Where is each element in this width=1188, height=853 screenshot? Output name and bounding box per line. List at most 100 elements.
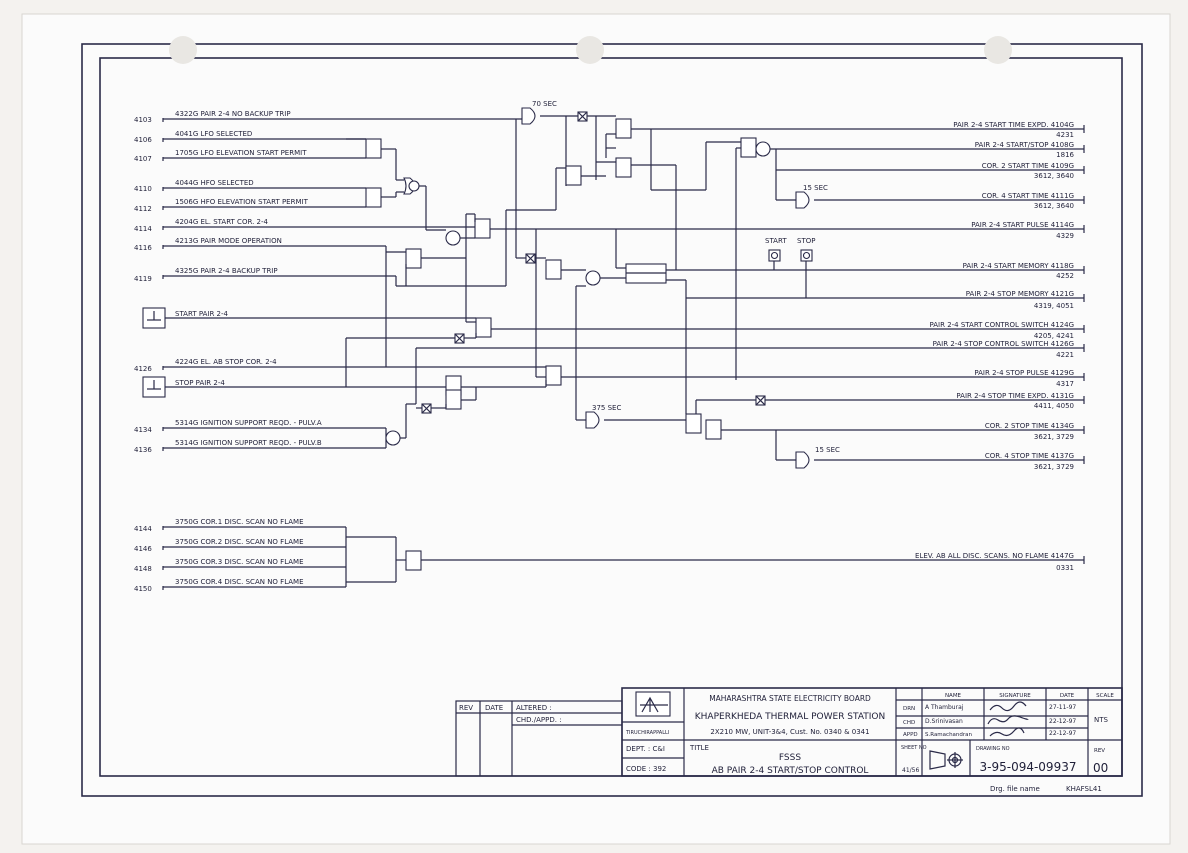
drn-date: 27-11-97	[1049, 704, 1076, 711]
and-gate	[365, 138, 382, 159]
output-ref: 4221	[1056, 351, 1074, 359]
timer-label: 15 SEC	[815, 446, 840, 454]
or-gate	[445, 230, 461, 246]
output-label: PAIR 2-4 STOP PULSE 4129G	[974, 369, 1074, 377]
input-num: 4146	[134, 545, 152, 553]
output-ref: 0331	[1056, 564, 1074, 572]
output-ref: 3612, 3640	[1034, 202, 1074, 210]
timer-label: 15 SEC	[803, 184, 828, 192]
and-gate	[475, 317, 492, 338]
or-gate	[585, 270, 601, 286]
units: 2X210 MW, UNIT-3&4, Cust. No. 0340 & 034…	[710, 728, 869, 736]
input-label: 3750G COR.4 DISC. SCAN NO FLAME	[175, 578, 304, 586]
or-gate	[385, 430, 401, 446]
output-ref: 4317	[1056, 380, 1074, 388]
sheet-no: 41/56	[902, 767, 919, 774]
appd-signature	[989, 727, 1025, 737]
appd-date: 22-12-97	[1049, 730, 1076, 737]
output-ref: 4252	[1056, 272, 1074, 280]
output-ref: 4205, 4241	[1034, 332, 1074, 340]
output-label: COR. 2 STOP TIME 4134G	[985, 422, 1074, 430]
col-name: NAME	[945, 693, 962, 699]
drawing-label: DRAWING NO	[976, 746, 1010, 752]
output-ref: 4329	[1056, 232, 1074, 240]
outer-border	[81, 43, 1143, 797]
and-gate	[615, 118, 632, 139]
input-label: 4041G LFO SELECTED	[175, 130, 252, 138]
output-label: PAIR 2-4 START/STOP 4108G	[975, 141, 1074, 149]
dept: DEPT. : C&I	[626, 745, 665, 753]
and-gate	[705, 419, 722, 440]
input-num: 4136	[134, 446, 152, 454]
output-label: PAIR 2-4 STOP CONTROL SWITCH 4126G	[933, 340, 1074, 348]
output-label: COR. 4 START TIME 4111G	[982, 192, 1074, 200]
and-gate	[685, 413, 702, 434]
title-1: FSSS	[779, 753, 801, 763]
and-gate	[365, 187, 382, 208]
code: CODE : 392	[626, 765, 666, 773]
input-num: 4106	[134, 136, 152, 144]
output-label: PAIR 2-4 STOP MEMORY 4121G	[966, 290, 1074, 298]
logic-network: 70 SEC START STOP	[345, 100, 1084, 587]
drn-name: A Thamburaj	[925, 704, 964, 711]
output-label: PAIR 2-4 START PULSE 4114G	[971, 221, 1074, 229]
input-num: 4103	[134, 116, 152, 124]
input-num: 4119	[134, 275, 152, 283]
input-num: 4114	[134, 225, 152, 233]
input-num: 4112	[134, 205, 152, 213]
output-ref: 3621, 3729	[1034, 433, 1074, 441]
input-num: 4107	[134, 155, 152, 163]
projection-symbol-icon	[929, 750, 946, 770]
input-label: STOP PAIR 2-4	[175, 379, 225, 387]
title-2: AB PAIR 2-4 START/STOP CONTROL	[712, 766, 869, 776]
input-label: 4322G PAIR 2-4 NO BACKUP TRIP	[175, 110, 291, 118]
drn-signature	[989, 701, 1027, 712]
input-label: 5314G IGNITION SUPPORT REQD. - PULV.B	[175, 439, 322, 447]
drawing-no: 3-95-094-09937	[980, 760, 1077, 774]
appd-label: APPD	[903, 732, 918, 738]
output-label: COR. 4 STOP TIME 4137G	[985, 452, 1074, 460]
col-scale: SCALE	[1096, 693, 1114, 699]
station-name: KHAPERKHEDA THERMAL POWER STATION	[695, 712, 886, 722]
and-gate	[474, 218, 491, 239]
timer-70s	[521, 107, 536, 125]
input-label: 4325G PAIR 2-4 BACKUP TRIP	[175, 267, 278, 275]
and-gate	[445, 389, 462, 410]
input-label: 3750G COR.2 DISC. SCAN NO FLAME	[175, 538, 304, 546]
timer-15s	[795, 191, 810, 209]
input-num: 4148	[134, 565, 152, 573]
output-ref: 3621, 3729	[1034, 463, 1074, 471]
timer-375s	[585, 411, 600, 429]
input-num: 4150	[134, 585, 152, 593]
input-label: START PAIR 2-4	[175, 310, 229, 318]
input-num: 4144	[134, 525, 152, 533]
output-label: PAIR 2-4 START CONTROL SWITCH 4124G	[929, 321, 1074, 329]
output-ref: 4411, 4050	[1034, 402, 1074, 410]
input-label: 4204G EL. START COR. 2-4	[175, 218, 268, 226]
rev-value: 00	[1093, 761, 1108, 775]
chd-label: CHD	[903, 720, 915, 726]
and-gate	[405, 550, 422, 571]
input-num: 4134	[134, 426, 152, 434]
output-ref: 1816	[1056, 151, 1074, 159]
or-gate	[408, 180, 420, 192]
timer-label: 70 SEC	[532, 100, 557, 108]
output-ref: 3612, 3640	[1034, 172, 1074, 180]
col-date: DATE	[1060, 693, 1075, 699]
and-gate	[565, 165, 582, 186]
input-label: 5314G IGNITION SUPPORT REQD. - PULV.A	[175, 419, 322, 427]
rev-label: REV	[1094, 748, 1105, 754]
output-label: ELEV. AB ALL DISC. SCANS. NO FLAME 4147G	[915, 552, 1074, 560]
output-labels: PAIR 2-4 START TIME EXPD. 4104G 4231 PAI…	[915, 121, 1085, 572]
and-gate	[405, 248, 422, 269]
lamp-label: STOP	[797, 237, 815, 245]
title-block: REV DATE ALTERED : CHD./APPD. : TIRUCHIR…	[455, 687, 1123, 793]
lamp-label: START	[765, 237, 787, 245]
input-lines: 4103 4322G PAIR 2-4 NO BACKUP TRIP 4106 …	[134, 110, 546, 593]
location: TIRUCHIRAPPALLI	[625, 730, 669, 736]
output-label: PAIR 2-4 START TIME EXPD. 4104G	[953, 121, 1074, 129]
drn-label: DRN	[903, 706, 915, 712]
timer-15s	[795, 451, 810, 469]
chd-date: 22-12-97	[1049, 718, 1076, 725]
